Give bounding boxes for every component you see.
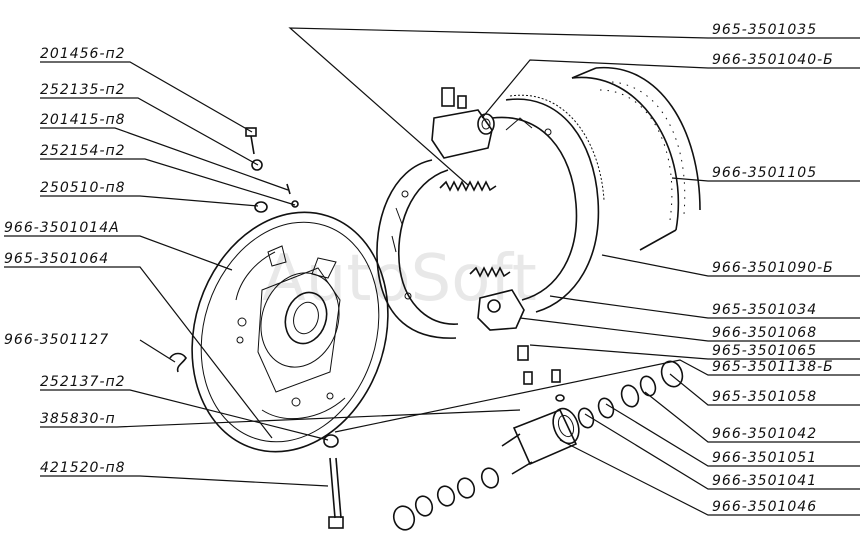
label-966-3501041: 966-3501041 <box>712 473 817 489</box>
label-966-3501040: 966-3501040-Б <box>712 52 834 68</box>
left-labels: 201456-п2 252135-п2 201415-п8 252154-п2 … <box>4 46 126 476</box>
right-labels: 965-3501035 966-3501040-Б 966-3501105 96… <box>712 22 834 515</box>
small-fasteners <box>169 127 339 448</box>
long-bolt <box>328 457 344 529</box>
label-421520: 421520-п8 <box>40 460 126 476</box>
label-966-3501046: 966-3501046 <box>712 499 817 515</box>
adjuster-lower <box>477 289 525 331</box>
label-966-3501014A: 966-3501014А <box>4 220 120 236</box>
label-965-3501058: 965-3501058 <box>712 389 817 405</box>
label-965-3501035: 965-3501035 <box>712 22 817 38</box>
label-966-3501105: 966-3501105 <box>712 165 817 181</box>
label-201456: 201456-п2 <box>40 46 126 62</box>
backing-plate <box>191 211 389 453</box>
return-springs <box>439 180 511 278</box>
label-966-3501127: 966-3501127 <box>4 332 109 348</box>
brake-shoe-right <box>491 94 605 313</box>
label-250510: 250510-п8 <box>40 180 126 196</box>
label-252154: 252154-п2 <box>40 143 126 159</box>
label-965-3501064: 965-3501064 <box>4 251 109 267</box>
cylinder-exploded <box>392 345 684 531</box>
label-252135: 252135-п2 <box>40 82 126 98</box>
leader-lines <box>4 27 860 516</box>
label-965-3501065: 965-3501065 <box>712 343 817 359</box>
brake-lining <box>571 66 701 251</box>
brake-shoe-left <box>376 159 459 339</box>
label-385830: 385830-п <box>40 411 116 427</box>
label-966-3501042: 966-3501042 <box>712 426 817 442</box>
label-965-3501034: 965-3501034 <box>712 302 817 318</box>
label-252137: 252137-п2 <box>40 374 126 390</box>
wheel-cylinder-upper <box>431 87 495 159</box>
label-201415: 201415-п8 <box>40 112 126 128</box>
label-966-3501051: 966-3501051 <box>712 450 817 466</box>
label-966-3501090: 966-3501090-Б <box>712 260 834 276</box>
label-966-3501068: 966-3501068 <box>712 325 817 341</box>
label-965-3501138: 965-3501138-Б <box>712 359 834 375</box>
